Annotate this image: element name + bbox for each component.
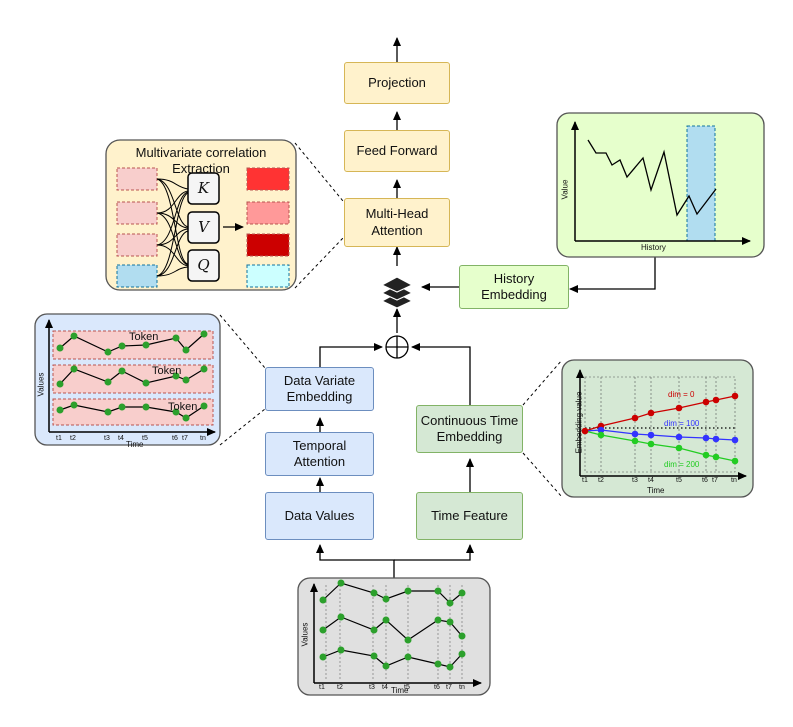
corr-title: Multivariate correlation Extraction xyxy=(106,145,296,177)
token-label-1: Token xyxy=(129,331,159,343)
history-panel xyxy=(556,112,765,258)
ta-label-line2: Attention xyxy=(293,454,346,469)
token-ylabel: Values xyxy=(36,372,46,397)
input-xlabel: Time xyxy=(391,686,409,695)
time-feature-block: Time Feature xyxy=(416,492,523,540)
mha-label-line2: Attention xyxy=(371,222,423,238)
dve-label-line1: Data Variate xyxy=(283,372,356,388)
input-tick-t5: t5 xyxy=(404,684,410,691)
temporal-attention-block: Temporal Attention xyxy=(265,432,374,476)
token-tick-t5: t5 xyxy=(142,435,148,442)
cte-dim0-label: dim = 0 xyxy=(668,390,695,399)
flow-connectors xyxy=(316,37,656,578)
cte-dim100-label: dim = 100 xyxy=(664,419,700,428)
corr-title-line2: Extraction xyxy=(172,161,230,176)
zoom-connectors xyxy=(219,142,563,498)
token-xlabel: Time xyxy=(126,440,144,449)
input-tick-t1: t1 xyxy=(319,684,325,691)
query-label: Q xyxy=(197,256,210,274)
token-tick-t4: t4 xyxy=(118,435,124,442)
mha-label-line1: Multi-Head xyxy=(365,206,429,222)
corr-output-2 xyxy=(246,201,290,225)
cte-tick-t7: t7 xyxy=(712,477,718,484)
token-tick-tn: tn xyxy=(200,435,206,442)
input-tick-t3: t3 xyxy=(369,684,375,691)
input-tick-t6: t6 xyxy=(434,684,440,691)
cte-tick-t3: t3 xyxy=(632,477,638,484)
query-matrix xyxy=(187,249,220,282)
cte-dim200-label: dim = 200 xyxy=(664,460,700,469)
token-tick-t6: t6 xyxy=(172,435,178,442)
key-label: K xyxy=(197,179,210,197)
cte-tick-t5: t5 xyxy=(676,477,682,484)
token-label-3: Token xyxy=(168,401,198,413)
corr-output-1 xyxy=(246,167,290,191)
history-series xyxy=(587,139,717,217)
corr-output-4 xyxy=(246,264,290,288)
history-ylabel: Value xyxy=(560,179,570,200)
cte-tick-t4: t4 xyxy=(648,477,654,484)
projection-label: Projection xyxy=(368,74,426,90)
cte-label-line2: Embedding xyxy=(436,429,503,444)
corr-input-3 xyxy=(116,233,158,257)
data-values-block: Data Values xyxy=(265,492,374,540)
history-embedding-block: History Embedding xyxy=(459,265,569,309)
continuous-time-embedding-block: Continuous Time Embedding xyxy=(416,405,523,453)
multi-head-attention-block: Multi-Head Attention xyxy=(344,198,450,247)
input-tick-tn: tn xyxy=(459,684,465,691)
value-matrix xyxy=(187,211,220,244)
feed-forward-block: Feed Forward xyxy=(344,130,450,172)
input-panel xyxy=(297,577,491,696)
cte-tick-t2: t2 xyxy=(598,477,604,484)
feed-forward-label: Feed Forward xyxy=(356,142,438,158)
corr-input-4 xyxy=(116,264,158,288)
token-tick-t2: t2 xyxy=(70,435,76,442)
token-label-2: Token xyxy=(152,365,182,377)
token-panel xyxy=(34,313,221,446)
value-label: V xyxy=(198,218,209,236)
input-panel-bg xyxy=(297,577,491,696)
cte-label-line1: Continuous Time xyxy=(420,412,519,428)
token-tick-t3: t3 xyxy=(104,435,110,442)
key-matrix xyxy=(187,172,220,205)
history-panel-bg xyxy=(556,112,765,258)
correlation-panel xyxy=(105,139,297,291)
dve-label-line2: Embedding xyxy=(286,389,353,404)
token-tick-t1: t1 xyxy=(56,435,62,442)
history-highlight xyxy=(686,125,716,242)
cte-tick-tn: tn xyxy=(731,477,737,484)
layers-icon xyxy=(380,276,414,309)
time-feature-label: Time Feature xyxy=(431,507,508,523)
cte-xlabel: Time xyxy=(647,486,665,495)
history-embedding-line2: Embedding xyxy=(481,287,547,302)
corr-title-line1: Multivariate correlation xyxy=(135,145,267,160)
cte-panel xyxy=(561,359,754,498)
data-values-label: Data Values xyxy=(284,507,355,523)
input-tick-t2: t2 xyxy=(337,684,343,691)
projection-block: Projection xyxy=(344,62,450,104)
cte-ylabel: Embedding value xyxy=(574,391,584,454)
input-points xyxy=(319,579,466,671)
input-tick-t4: t4 xyxy=(382,684,388,691)
corr-output-3 xyxy=(246,233,290,257)
ta-label-line1: Temporal xyxy=(292,437,347,453)
token-points xyxy=(56,330,208,422)
corr-input-2 xyxy=(116,201,158,225)
cte-tick-t6: t6 xyxy=(702,477,708,484)
input-tick-t7: t7 xyxy=(446,684,452,691)
input-ylabel: Values xyxy=(300,622,310,647)
history-xlabel: History xyxy=(641,243,666,252)
data-variate-embedding-block: Data Variate Embedding xyxy=(265,367,374,411)
token-tick-t7: t7 xyxy=(182,435,188,442)
cte-tick-t1: t1 xyxy=(582,477,588,484)
corr-fan-lines xyxy=(156,178,189,277)
sum-node xyxy=(385,335,409,359)
history-embedding-line1: History xyxy=(493,270,535,286)
